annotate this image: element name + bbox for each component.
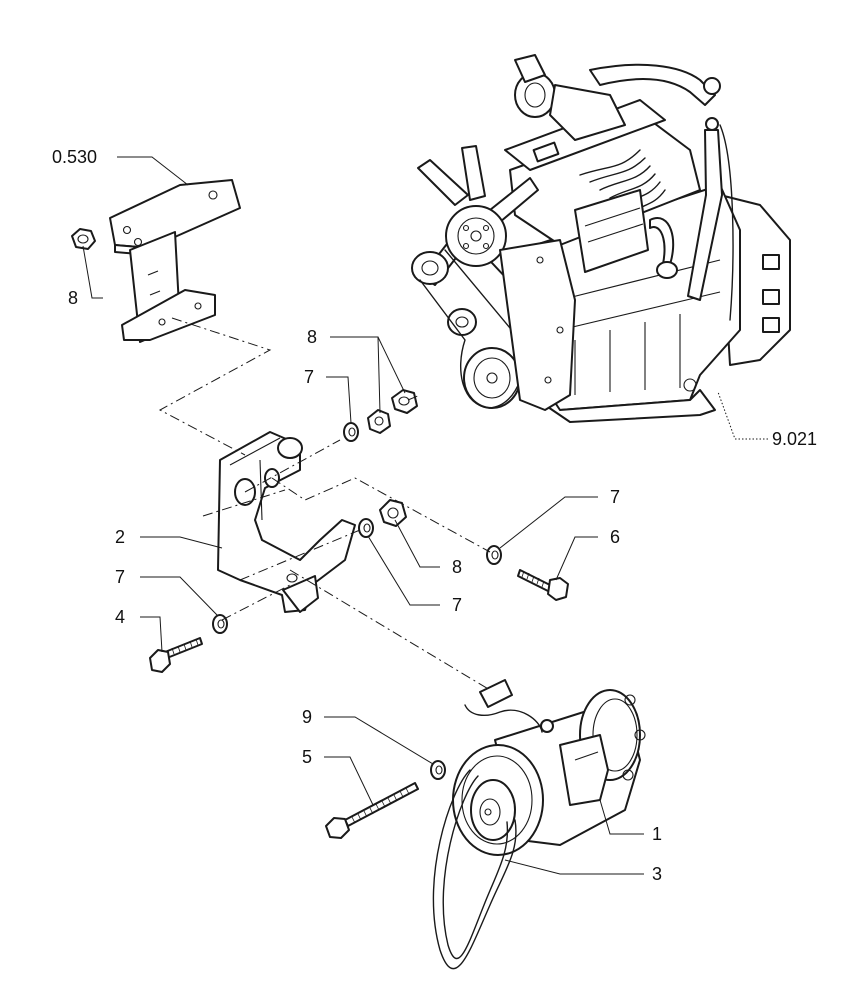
bolt-6	[517, 569, 569, 601]
alignment-lines	[158, 317, 491, 691]
callout-washer-7-right: 7	[610, 487, 620, 507]
bracket-nut-8	[71, 228, 96, 250]
callout-item-5: 5	[302, 747, 312, 767]
nut-8-mid	[379, 499, 407, 527]
callout-nuts-8-top: 8	[307, 327, 317, 347]
washer-7-left	[212, 614, 228, 634]
ac-compressor-1	[452, 679, 646, 856]
compressor-bracket-2	[217, 431, 356, 613]
bolt-5	[325, 782, 419, 839]
drive-belt-3	[432, 769, 517, 970]
support-bracket-0530	[109, 179, 241, 343]
callout-washer-7-top: 7	[304, 367, 314, 387]
callout-item-4: 4	[115, 607, 125, 627]
washer-7-mid	[358, 518, 374, 538]
nut-8-top-b	[391, 389, 418, 414]
callout-nut-8-mid: 8	[452, 557, 462, 577]
leader-lines	[82, 156, 768, 875]
callout-item-1: 1	[652, 824, 662, 844]
washer-7-right	[486, 545, 502, 565]
nut-8-top-a	[367, 409, 391, 434]
callout-0530: 0.530	[52, 147, 97, 167]
callout-washer-7-left: 7	[115, 567, 125, 587]
callout-washer-7-mid: 7	[452, 595, 462, 615]
washer-7-top	[343, 422, 359, 442]
callout-labels: 0.530 9.021 8 8 7 2 7 4 8 7 7 6 9 5 1 3	[52, 147, 817, 884]
washer-9	[430, 760, 446, 780]
callout-bracket-nut-8: 8	[68, 288, 78, 308]
callout-item-6: 6	[610, 527, 620, 547]
callout-item-2: 2	[115, 527, 125, 547]
callout-item-9: 9	[302, 707, 312, 727]
engine-assembly	[411, 54, 791, 423]
callout-9021: 9.021	[772, 429, 817, 449]
bolt-4	[149, 637, 203, 673]
callout-item-3: 3	[652, 864, 662, 884]
